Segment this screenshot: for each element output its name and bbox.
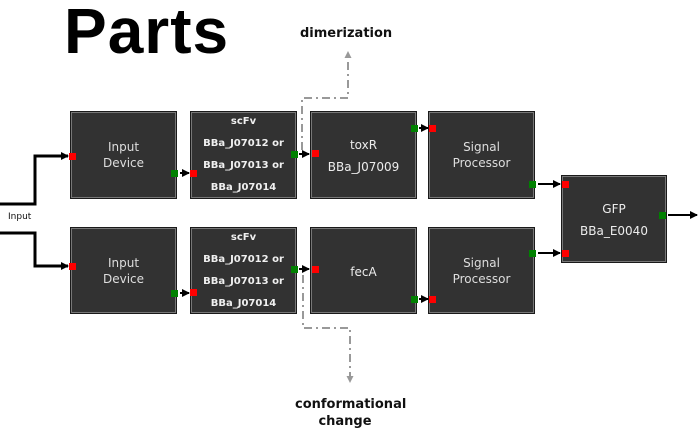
dimerization-label: dimerization bbox=[300, 26, 393, 41]
dimerization-path bbox=[301, 51, 352, 150]
conformational-path bbox=[302, 275, 354, 383]
output-port bbox=[529, 250, 536, 257]
output-port bbox=[291, 151, 298, 158]
input-port bbox=[429, 296, 436, 303]
input-device-top[interactable]: Input Device bbox=[70, 111, 177, 199]
output-port bbox=[411, 296, 418, 303]
input-port bbox=[562, 181, 569, 188]
input-port bbox=[312, 150, 319, 157]
scfv-top[interactable]: scFv BBa_J07012 or BBa_J07013 or BBa_J07… bbox=[190, 111, 297, 199]
input-port bbox=[190, 289, 197, 296]
output-port bbox=[171, 170, 178, 177]
input-port bbox=[69, 153, 76, 160]
input-wire-top bbox=[0, 152, 69, 206]
output-port bbox=[291, 266, 298, 273]
input-label: Input bbox=[8, 212, 32, 222]
input-device-bottom[interactable]: Input Device bbox=[70, 227, 177, 314]
output-port bbox=[659, 212, 666, 219]
input-port bbox=[69, 263, 76, 270]
output-port bbox=[171, 290, 178, 297]
input-port bbox=[190, 170, 197, 177]
conformational-change-label: conformational change bbox=[295, 397, 407, 429]
scfv-bottom[interactable]: scFv BBa_J07012 or BBa_J07013 or BBa_J07… bbox=[190, 227, 297, 314]
signal-processor-bottom[interactable]: Signal Processor bbox=[428, 227, 535, 314]
input-port bbox=[429, 125, 436, 132]
output-port bbox=[529, 181, 536, 188]
output-port bbox=[411, 125, 418, 132]
feca-box[interactable]: fecA bbox=[310, 227, 417, 314]
toxr-box[interactable]: toxR BBa_J07009 bbox=[310, 111, 417, 199]
page-title: Parts bbox=[64, 0, 230, 67]
gfp-box[interactable]: GFP BBa_E0040 bbox=[561, 175, 667, 263]
input-wire-bottom bbox=[0, 231, 69, 270]
input-port bbox=[562, 250, 569, 257]
input-port bbox=[312, 266, 319, 273]
signal-processor-top[interactable]: Signal Processor bbox=[428, 111, 535, 199]
